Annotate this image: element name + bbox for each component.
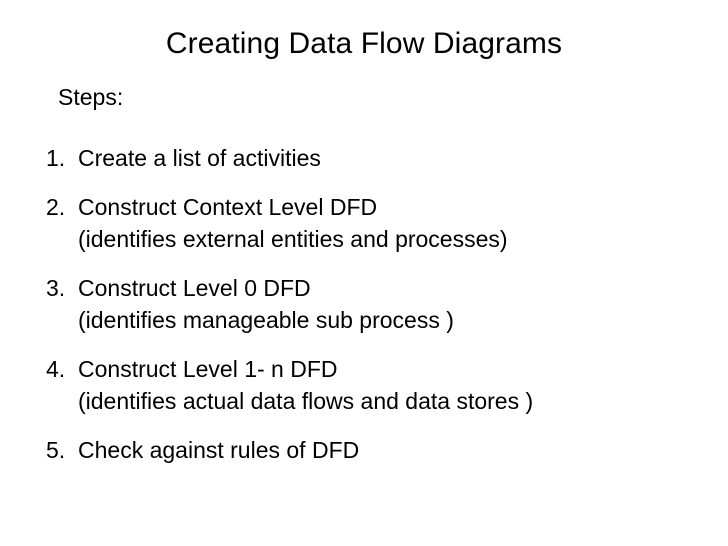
list-item: 4. Construct Level 1- n DFD (identifies … <box>46 353 706 417</box>
list-item-detail: (identifies actual data flows and data s… <box>78 388 534 414</box>
list-item-text: Check against rules of DFD <box>78 437 360 463</box>
list-item-number: 2. <box>46 194 66 220</box>
list-item: 1. Create a list of activities <box>46 142 706 174</box>
list-item: 3. Construct Level 0 DFD (identifies man… <box>46 272 706 336</box>
list-item-number: 5. <box>46 437 66 463</box>
list-item-text: Construct Context Level DFD <box>78 194 378 220</box>
list-item-number: 3. <box>46 275 66 301</box>
list-item-detail: (identifies manageable sub process ) <box>78 307 454 333</box>
list-item-detail: (identifies external entities and proces… <box>78 226 508 252</box>
list-item-number: 1. <box>46 145 66 171</box>
list-item-text: Construct Level 0 DFD <box>78 275 311 301</box>
list-item: 2. Construct Context Level DFD (identifi… <box>46 191 706 255</box>
steps-subheading: Steps: <box>58 84 124 110</box>
list-item-text: Construct Level 1- n DFD <box>78 356 338 382</box>
list-item-text: Create a list of activities <box>78 145 321 171</box>
list-item: 5. Check against rules of DFD <box>46 434 706 466</box>
steps-list: 1. Create a list of activities 2. Constr… <box>46 142 706 466</box>
list-item-number: 4. <box>46 356 66 382</box>
page-title: Creating Data Flow Diagrams <box>165 27 563 60</box>
